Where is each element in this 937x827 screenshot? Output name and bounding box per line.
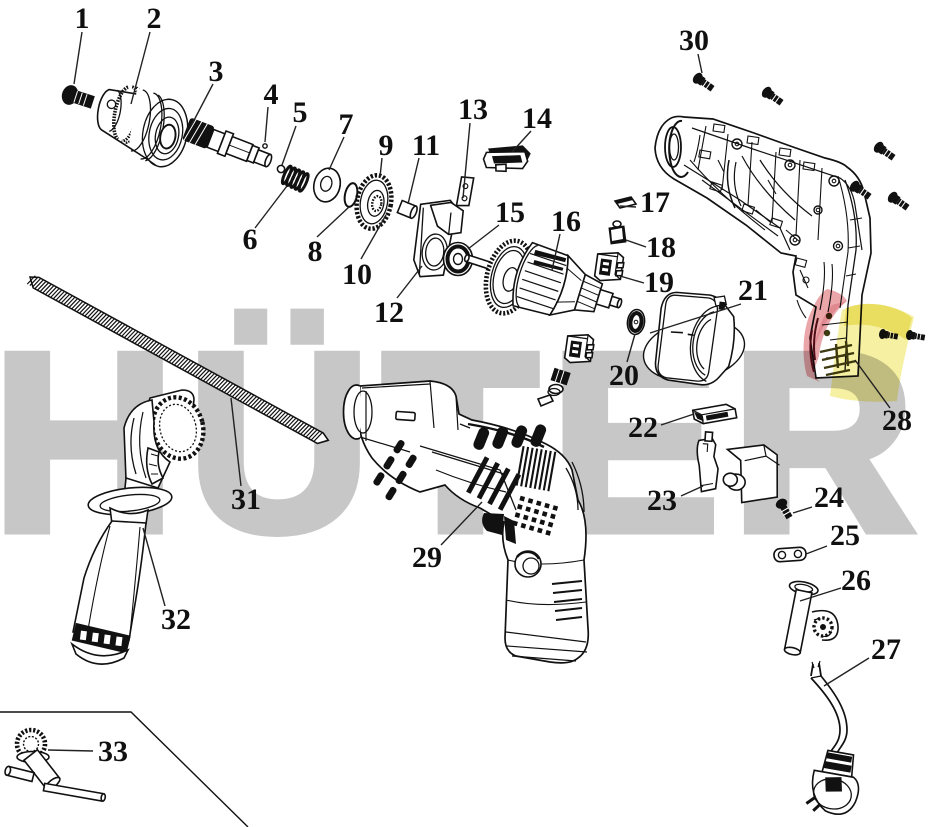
svg-text:14: 14 <box>522 102 552 135</box>
svg-text:12: 12 <box>374 296 404 329</box>
svg-text:25: 25 <box>830 519 860 552</box>
svg-text:22: 22 <box>628 411 658 444</box>
svg-text:26: 26 <box>841 564 871 597</box>
svg-text:4: 4 <box>264 78 279 111</box>
svg-text:16: 16 <box>551 205 581 238</box>
svg-text:6: 6 <box>243 223 258 256</box>
svg-text:29: 29 <box>412 541 442 574</box>
svg-text:19: 19 <box>644 266 674 299</box>
svg-text:11: 11 <box>412 129 440 162</box>
svg-text:23: 23 <box>647 484 677 517</box>
svg-text:27: 27 <box>871 633 901 666</box>
svg-text:31: 31 <box>231 483 261 516</box>
svg-text:32: 32 <box>161 603 191 636</box>
svg-text:9: 9 <box>379 129 394 162</box>
svg-text:8: 8 <box>308 235 323 268</box>
svg-text:20: 20 <box>609 359 639 392</box>
svg-text:13: 13 <box>458 93 488 126</box>
svg-text:18: 18 <box>646 231 676 264</box>
svg-text:24: 24 <box>814 481 844 514</box>
svg-text:7: 7 <box>339 108 354 141</box>
svg-text:17: 17 <box>640 186 670 219</box>
svg-text:28: 28 <box>882 404 912 437</box>
svg-text:33: 33 <box>98 735 128 768</box>
svg-text:15: 15 <box>495 196 525 229</box>
svg-text:1: 1 <box>75 2 90 35</box>
svg-text:3: 3 <box>209 55 224 88</box>
svg-text:10: 10 <box>342 258 372 291</box>
svg-text:30: 30 <box>679 24 709 57</box>
svg-text:2: 2 <box>147 2 162 35</box>
svg-text:21: 21 <box>738 274 768 307</box>
svg-text:5: 5 <box>293 96 308 129</box>
